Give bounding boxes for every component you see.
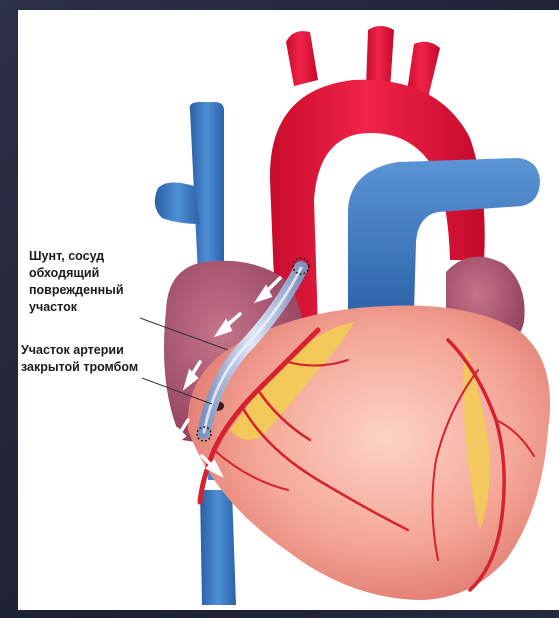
- vein-branch: [155, 182, 200, 224]
- inferior-vena-cava: [200, 490, 236, 605]
- illustration-panel: Шунт, сосуд обходящий поврежденный участ…: [18, 10, 559, 610]
- clot-label: Участок артерии закрытой тромбом: [21, 342, 171, 376]
- aorta-branch-1: [286, 31, 318, 86]
- shunt-label: Шунт, сосуд обходящий поврежденный участ…: [29, 248, 169, 316]
